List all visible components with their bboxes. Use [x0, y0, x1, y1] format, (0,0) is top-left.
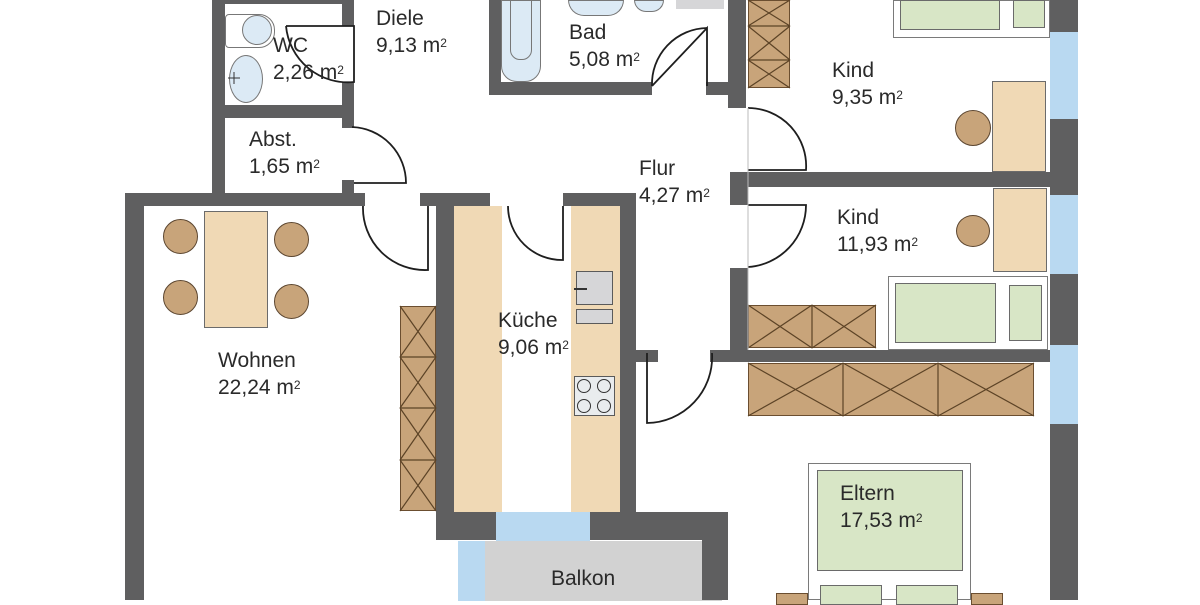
room-name: Kind [832, 59, 875, 82]
room-label-kueche: Küche 9,06 m2 [498, 307, 569, 361]
bed [900, 0, 1000, 30]
room-area: 5,08 m2 [569, 48, 640, 71]
balcony-window-left [458, 541, 485, 601]
room-label-kind-1: Kind 9,35 m2 [832, 57, 903, 111]
room-label-bad: Bad 5,08 m2 [569, 19, 640, 73]
wall [125, 193, 365, 206]
room-name: Balkon [551, 567, 616, 590]
chair [956, 215, 990, 247]
room-area: 11,93 m2 [837, 233, 919, 256]
bathtub-inner [510, 0, 532, 60]
bathtub [501, 0, 541, 82]
washing-machine [676, 0, 724, 9]
room-name: Küche [498, 309, 558, 332]
bed [817, 470, 963, 571]
room-area: 1,65 m2 [249, 155, 320, 178]
wall [710, 350, 1050, 362]
chair [163, 219, 198, 254]
room-area: 9,06 m2 [498, 336, 569, 359]
room-area: 2,26 m2 [273, 61, 344, 84]
wall [125, 193, 144, 600]
kitchen-counter-left [454, 206, 502, 512]
stove [574, 376, 615, 416]
wall [489, 0, 501, 95]
room-label-wohnen: Wohnen 22,24 m2 [218, 347, 301, 401]
bed [895, 283, 996, 343]
dining-table [204, 211, 268, 328]
balcony-floor [485, 541, 722, 601]
wall [420, 193, 490, 206]
sink-drainer [576, 309, 613, 324]
wall [730, 268, 748, 360]
wall [702, 512, 728, 600]
room-name: Wohnen [218, 349, 296, 372]
chair [274, 222, 309, 257]
wc-sink [229, 55, 263, 103]
wall [728, 0, 746, 108]
wall [212, 0, 225, 200]
room-name: Eltern [840, 482, 895, 505]
room-label-kind-2: Kind 11,93 m2 [837, 204, 918, 258]
chair [163, 280, 198, 315]
room-label-balkon: Balkon [551, 565, 615, 592]
kitchen-counter-right [571, 206, 620, 512]
window [496, 512, 590, 541]
chair [274, 284, 309, 319]
room-label-abst: Abst. 1,65 m2 [249, 126, 320, 180]
room-name: Abst. [249, 128, 297, 151]
wall [489, 82, 652, 95]
wall [342, 0, 354, 26]
room-name: Diele [376, 7, 424, 30]
room-area: 17,53 m2 [840, 509, 923, 532]
room-area: 9,35 m2 [832, 86, 903, 109]
toilet-bowl [242, 15, 272, 45]
room-name: Kind [837, 206, 880, 229]
room-label-eltern: Eltern 17,53 m2 [840, 480, 923, 534]
wall [740, 172, 1050, 187]
wall [563, 193, 633, 206]
room-label-wc: WC 2,26 m2 [273, 32, 344, 86]
room-name: WC [273, 34, 308, 57]
window [1050, 195, 1078, 274]
pillow [1013, 0, 1045, 28]
window [1050, 345, 1078, 424]
room-name: Flur [639, 157, 676, 180]
wall [212, 0, 352, 4]
desk [992, 81, 1046, 172]
room-area: 9,13 m2 [376, 34, 447, 57]
pillow [1009, 285, 1042, 341]
wall [620, 193, 636, 540]
room-label-flur: Flur 4,27 m2 [639, 155, 710, 209]
room-label-diele: Diele 9,13 m2 [376, 5, 447, 59]
chair [955, 110, 991, 146]
room-area: 4,27 m2 [639, 184, 710, 207]
wall [436, 512, 496, 540]
desk [993, 188, 1047, 272]
window [1050, 32, 1078, 119]
room-name: Bad [569, 21, 607, 44]
room-area: 22,24 m2 [218, 376, 301, 399]
wall [436, 193, 454, 540]
wall [212, 105, 354, 118]
